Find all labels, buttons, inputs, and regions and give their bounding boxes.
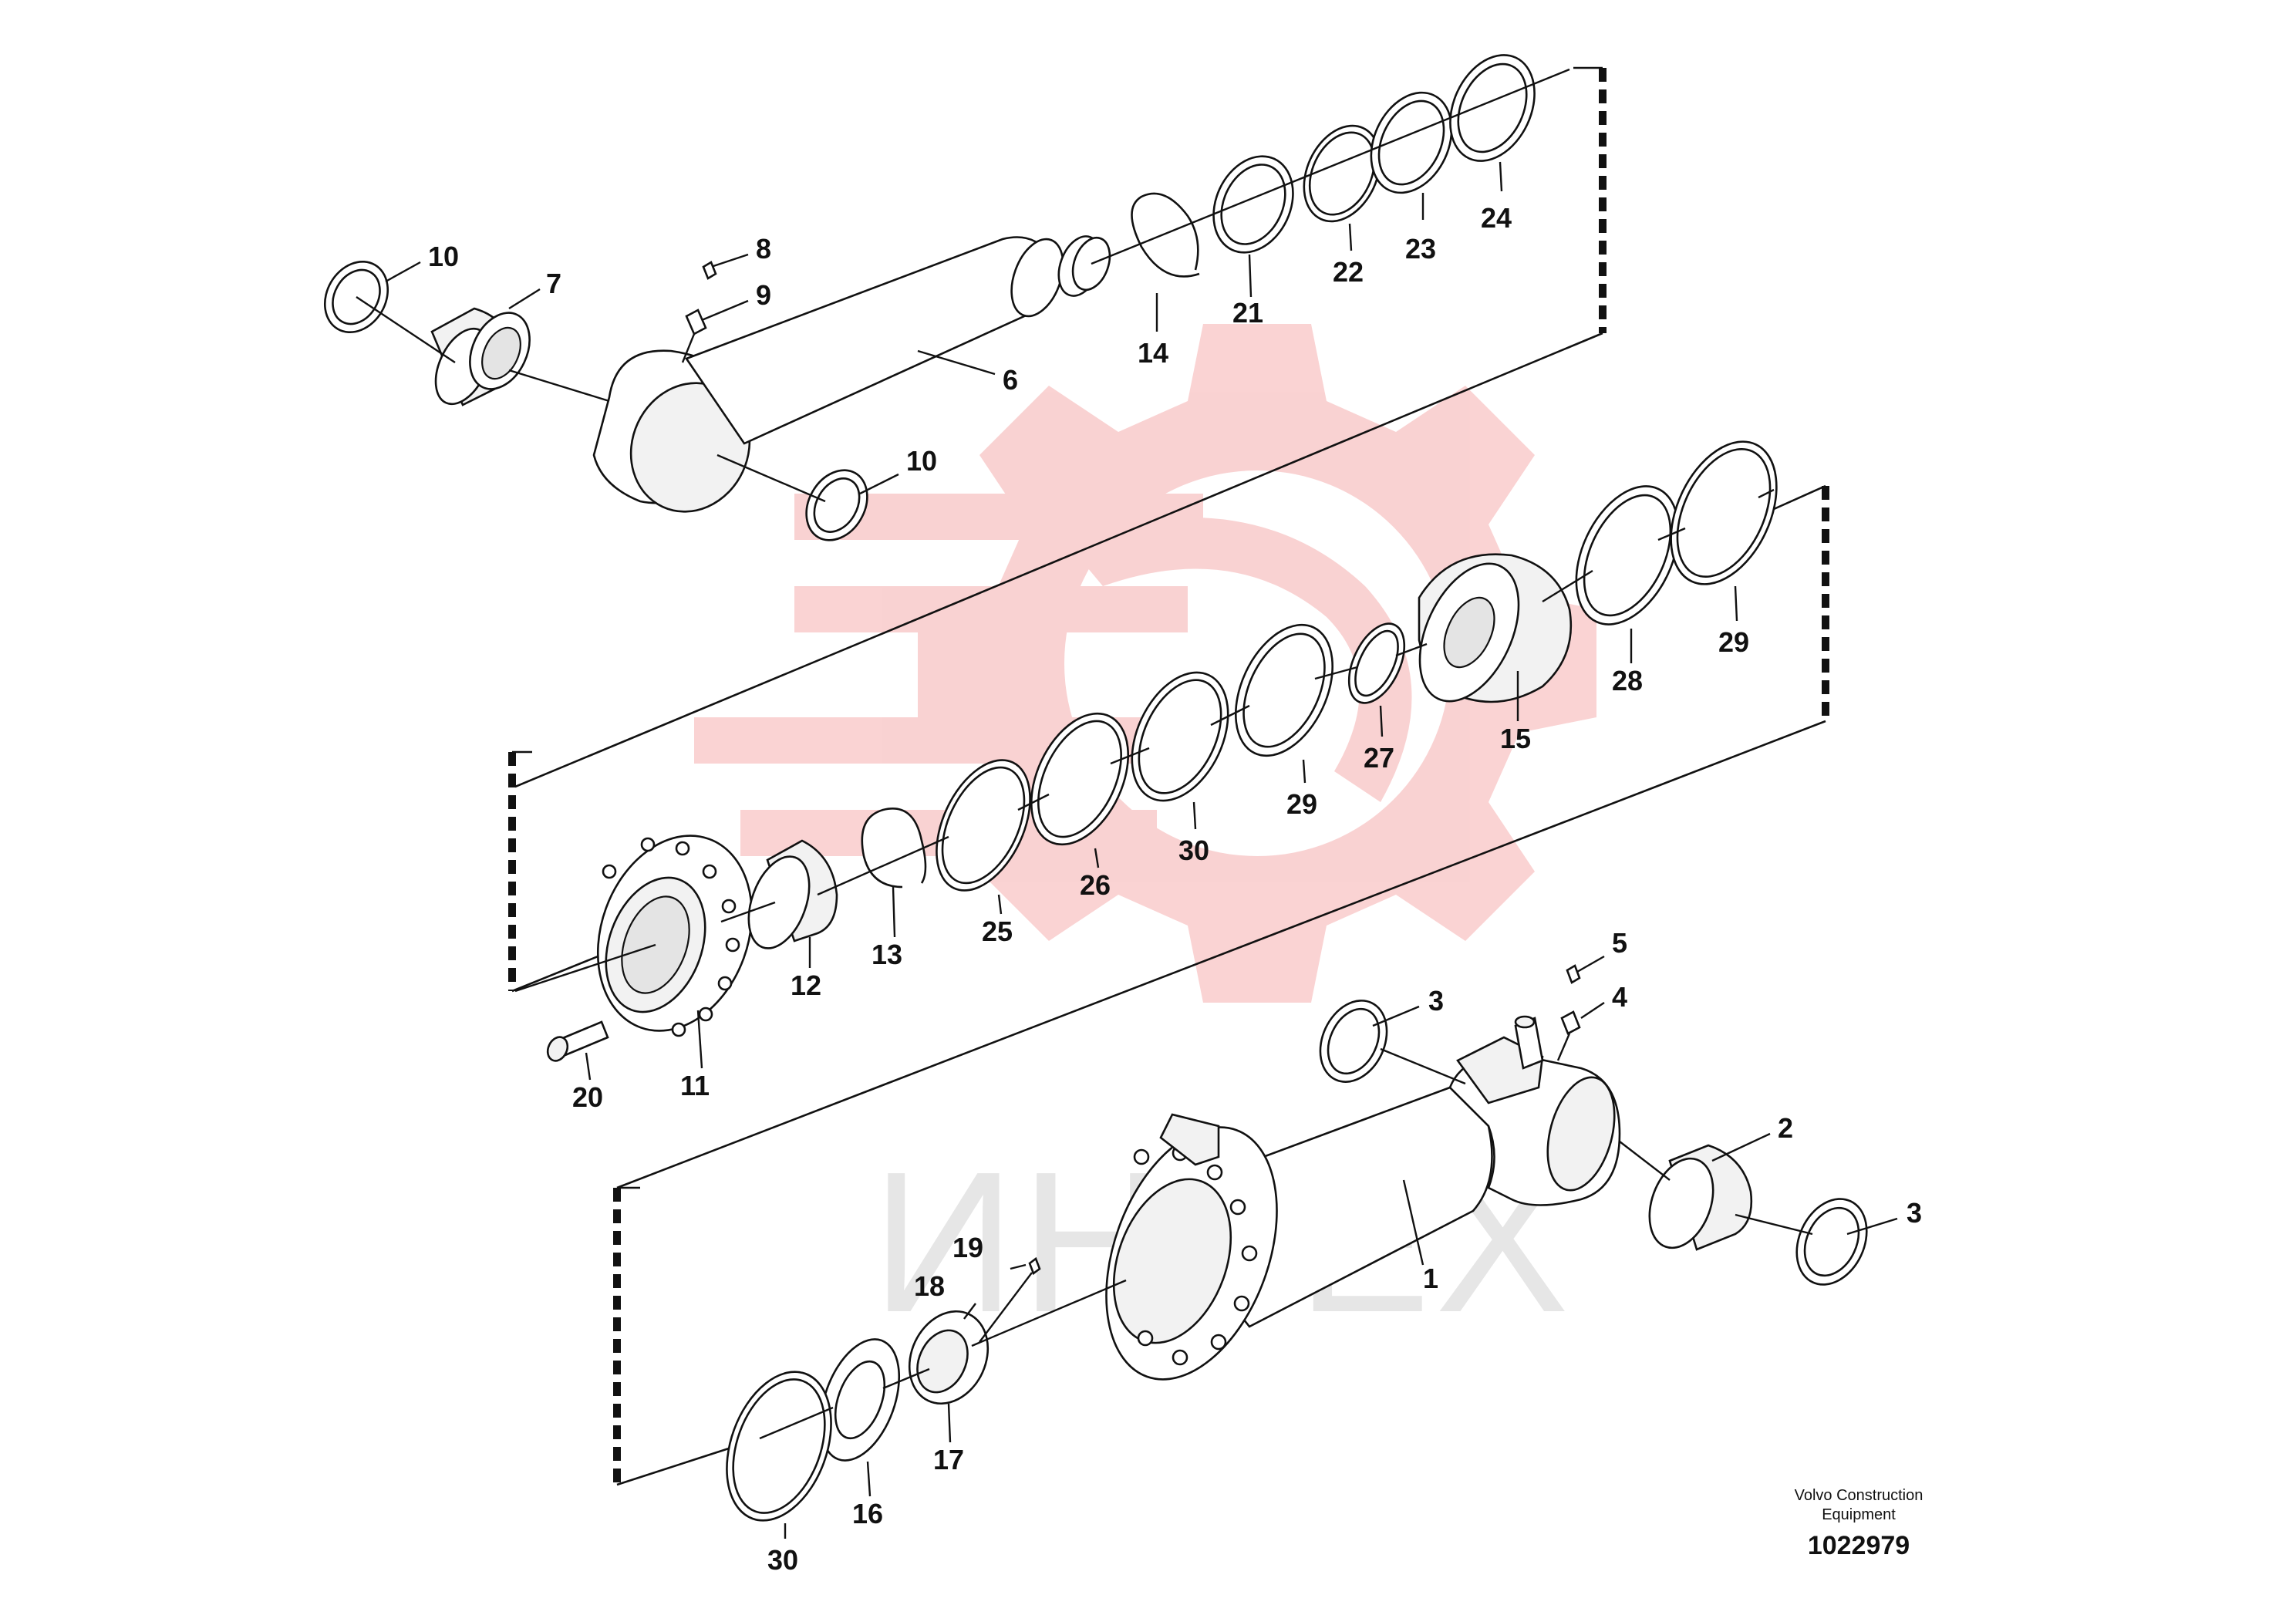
credit-block: Volvo Construction Equipment 1022979	[1795, 1487, 1923, 1560]
snap-ring-14	[1131, 192, 1200, 278]
adapter-9	[685, 309, 707, 336]
callout-14: 14	[1138, 337, 1168, 369]
callout-29-right: 29	[1718, 626, 1749, 658]
callout-13: 13	[872, 939, 902, 970]
callout-25: 25	[982, 916, 1013, 947]
callout-21: 21	[1232, 297, 1263, 329]
callout-10-left: 10	[428, 241, 459, 272]
callout-15: 15	[1500, 723, 1531, 754]
callout-18: 18	[914, 1270, 945, 1302]
grease-nipple-8	[702, 261, 717, 280]
callout-11: 11	[680, 1070, 710, 1101]
callout-26: 26	[1080, 869, 1111, 901]
callout-2: 2	[1778, 1112, 1793, 1144]
callout-30-lower: 30	[767, 1544, 798, 1576]
callout-28: 28	[1612, 665, 1643, 696]
set-screw-19	[1028, 1256, 1041, 1276]
credit-line-2: Equipment	[1822, 1506, 1896, 1523]
callout-17: 17	[933, 1444, 964, 1475]
piston-rod-6	[684, 236, 1060, 445]
leader-lines	[385, 161, 1898, 1539]
callout-20: 20	[572, 1081, 603, 1113]
callout-3-upper: 3	[1428, 985, 1444, 1017]
callout-5: 5	[1612, 927, 1627, 959]
callout-16: 16	[852, 1498, 883, 1529]
callout-7: 7	[546, 268, 561, 299]
callout-12: 12	[791, 969, 821, 1001]
barrel-port-block	[1159, 1113, 1220, 1166]
callout-labels: 1 2 3 3 4 5 6 7 8 9 10 10 11 12 13 14 15…	[428, 202, 1922, 1576]
credit-line-1: Volvo Construction	[1795, 1487, 1923, 1504]
callout-6: 6	[1003, 364, 1018, 396]
document-number: 1022979	[1808, 1531, 1910, 1560]
callout-19: 19	[952, 1232, 983, 1263]
piston-rod-assembly	[323, 54, 1570, 541]
cylinder-tube-assembly	[726, 964, 1868, 1522]
adapter-4	[1560, 1010, 1581, 1035]
callout-29-left: 29	[1286, 788, 1317, 820]
callout-30-middle: 30	[1178, 835, 1209, 866]
callout-1: 1	[1423, 1263, 1438, 1294]
callout-27: 27	[1364, 742, 1394, 774]
callout-24: 24	[1481, 202, 1512, 234]
callout-8: 8	[756, 233, 771, 265]
cylinder-head-assembly	[514, 440, 1778, 1062]
assembly-frame-upper	[508, 66, 1607, 991]
barrel-bolt-holes	[1133, 1145, 1258, 1366]
callout-4: 4	[1612, 981, 1627, 1013]
callout-23: 23	[1405, 233, 1436, 265]
callout-22: 22	[1333, 256, 1364, 288]
callout-10-right: 10	[906, 445, 937, 477]
head-bolt-holes	[602, 837, 740, 1037]
grease-nipple-5	[1566, 964, 1581, 984]
callout-9: 9	[756, 279, 771, 311]
callout-3-lower: 3	[1907, 1197, 1922, 1229]
